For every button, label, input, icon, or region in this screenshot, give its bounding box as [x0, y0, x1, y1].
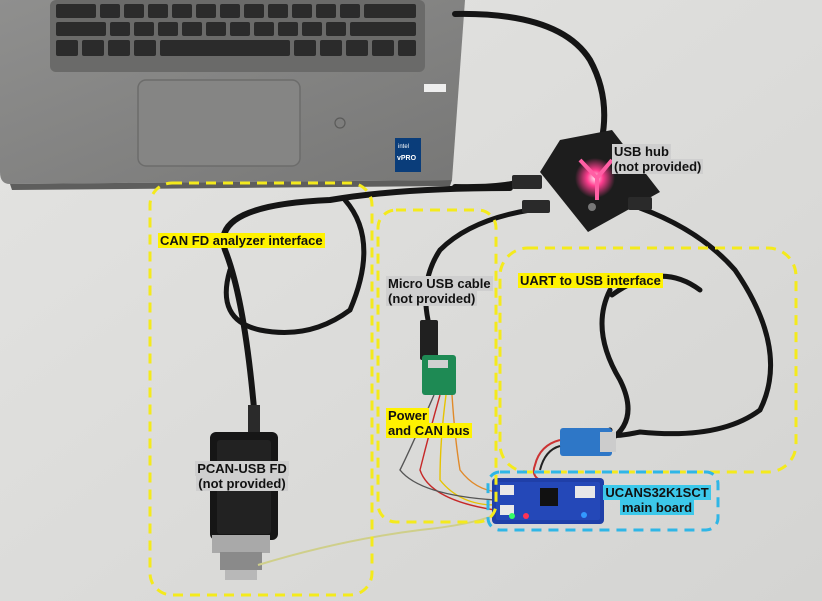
usb-hub-label: USB hub (not provided)	[612, 144, 704, 174]
ucans-label: UCANS32K1SCT main board	[603, 485, 711, 515]
badge-brand: intel	[398, 144, 409, 150]
highlight-regions	[148, 181, 798, 597]
micro-usb-region	[376, 208, 498, 524]
ucans-region	[486, 470, 720, 532]
micro-usb-breakout	[420, 320, 456, 395]
laptop	[0, 0, 465, 190]
can-fd-label: CAN FD analyzer interface	[158, 233, 325, 248]
can-fd-region	[148, 181, 374, 597]
uart-usb-board	[532, 428, 616, 483]
intel-vpro-badge	[395, 84, 446, 172]
power-can-label: Power and CAN bus	[386, 408, 472, 438]
uart-label: UART to USB interface	[518, 273, 663, 288]
cables	[220, 10, 774, 443]
ucans32k1sct-board	[492, 478, 604, 524]
pcan-label: PCAN-USB FD (not provided)	[195, 461, 289, 491]
badge-text: vPRO	[397, 155, 417, 162]
uart-region	[498, 246, 798, 474]
micro-usb-label: Micro USB cable (not provided)	[386, 276, 493, 306]
